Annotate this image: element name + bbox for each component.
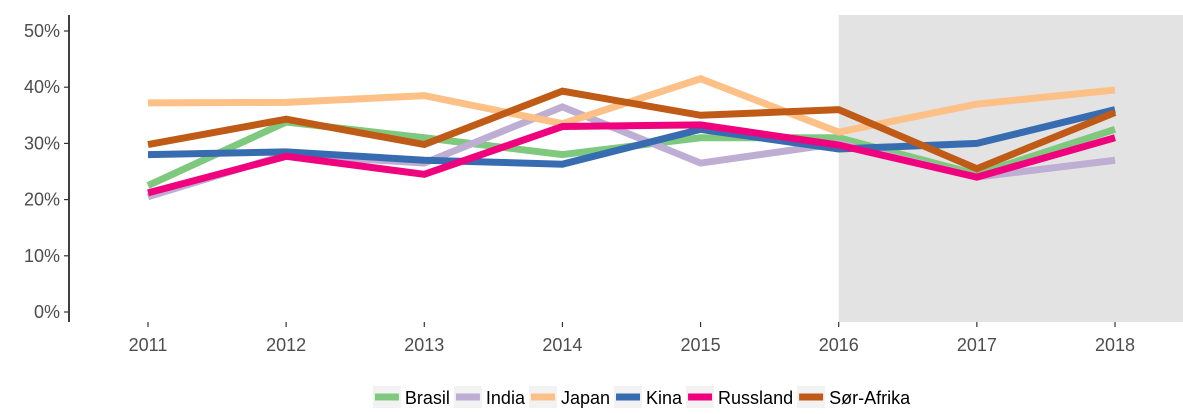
series-line-s-r-afrika: [147, 87, 1117, 173]
y-tick-label: 50%: [24, 21, 60, 41]
legend: Brasil India Japan Kina Russland Sør-Afrika: [372, 386, 911, 408]
x-tick-label: 2015: [681, 335, 721, 355]
y-tick-label: 20%: [24, 190, 60, 210]
legend-item-russland: Russland: [686, 386, 793, 408]
legend-label: Japan: [561, 388, 610, 408]
legend-item-india: India: [453, 386, 526, 408]
legend-item-brasil: Brasil: [372, 386, 450, 408]
x-axis: 2011 2012 2013 2014 2015 2016 2017 2018: [129, 322, 1135, 355]
legend-label: Sør-Afrika: [829, 388, 911, 408]
y-tick-label: 0%: [34, 302, 60, 322]
x-tick-label: 2013: [404, 335, 444, 355]
series-line-kina: [147, 106, 1116, 168]
series-lines: [146, 75, 1117, 201]
legend-item-japan: Japan: [528, 386, 610, 408]
y-tick-label: 30%: [24, 133, 60, 153]
y-tick-label: 10%: [24, 246, 60, 266]
y-axis: 0% 10% 20% 30% 40% 50%: [24, 15, 70, 322]
x-tick-label: 2018: [1095, 335, 1135, 355]
legend-item-s-r-afrika: Sør-Afrika: [797, 386, 911, 408]
x-tick-label: 2017: [957, 335, 997, 355]
y-tick-label: 40%: [24, 77, 60, 97]
x-tick-label: 2014: [542, 335, 582, 355]
legend-label: Kina: [646, 388, 683, 408]
legend-label: India: [486, 388, 526, 408]
series-line-russland: [147, 121, 1116, 197]
x-tick-label: 2012: [266, 335, 306, 355]
legend-label: Russland: [718, 388, 793, 408]
legend-label: Brasil: [405, 388, 450, 408]
x-tick-label: 2016: [819, 335, 859, 355]
x-tick-label: 2011: [129, 335, 168, 355]
legend-item-kina: Kina: [614, 386, 683, 408]
